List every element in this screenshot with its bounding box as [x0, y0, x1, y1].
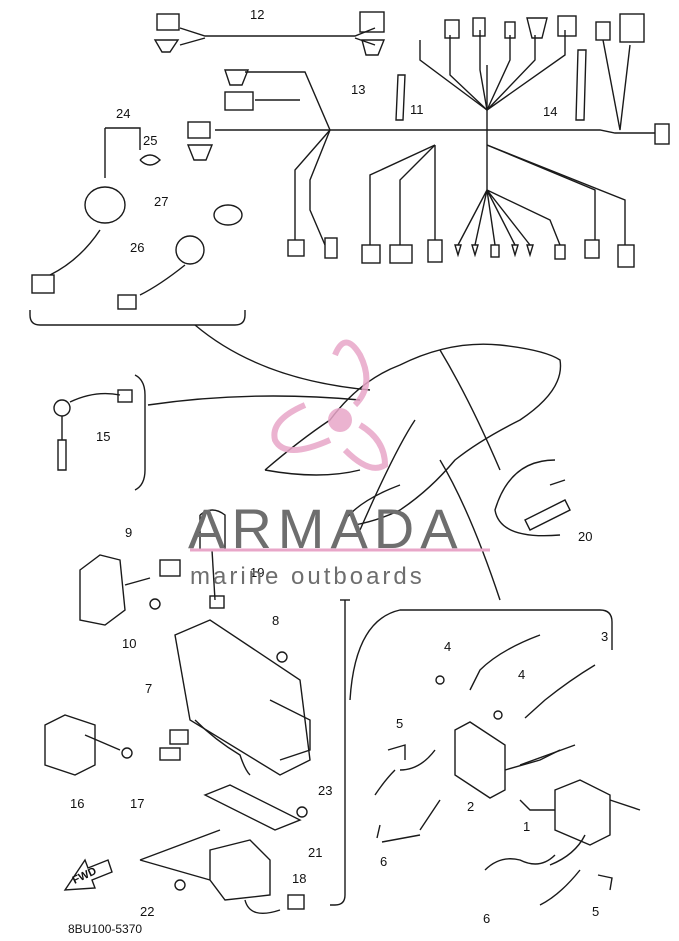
- callout-26: 26: [130, 240, 145, 255]
- callout-25: 25: [143, 133, 158, 148]
- callout-8: 8: [272, 613, 280, 628]
- callout-6b: 6: [483, 911, 491, 926]
- cdi-unit-7: [159, 619, 311, 776]
- callout-27: 27: [154, 194, 169, 209]
- callout-13: 13: [351, 82, 366, 97]
- main-harness-11: [186, 13, 670, 268]
- ignition-coil-2: [399, 721, 576, 799]
- callout-5b: 5: [592, 904, 600, 919]
- watermark-title: ARMADA: [188, 497, 464, 560]
- sub-harness-12: [153, 11, 386, 56]
- callout-23: 23: [318, 783, 333, 798]
- bracket-21-part-18: [139, 784, 308, 914]
- callout-1: 1: [523, 819, 531, 834]
- callout-2: 2: [467, 799, 475, 814]
- callout-7: 7: [145, 681, 153, 696]
- cable-tie-14: [575, 49, 587, 121]
- leads-3-4-5-6: [374, 634, 613, 906]
- callout-24: 24: [116, 106, 131, 121]
- callout-14: 14: [543, 104, 558, 119]
- callout-4b: 4: [518, 667, 526, 682]
- part-15: [53, 374, 146, 491]
- fwd-arrow-icon: [63, 858, 113, 891]
- ignition-coil-1: [519, 779, 641, 866]
- callout-21: 21: [308, 845, 323, 860]
- armada-logo-propeller: [271, 339, 389, 471]
- callout-4a: 4: [444, 639, 452, 654]
- callout-11: 11: [410, 102, 424, 117]
- diagram-code: 8BU100-5370: [68, 922, 143, 936]
- callout-19: 19: [250, 565, 265, 580]
- watermark-subtitle: marine outboards: [190, 563, 425, 590]
- cable-tie-13: [395, 74, 406, 121]
- callout-9: 9: [125, 525, 133, 540]
- callout-12: 12: [250, 7, 265, 22]
- watercraft-outline: [264, 343, 562, 601]
- main-switch-assembly: [29, 127, 246, 326]
- callout-18: 18: [292, 871, 307, 886]
- rectifier-16: [44, 714, 133, 776]
- callout-17: 17: [130, 796, 145, 811]
- callout-20: 20: [578, 529, 593, 544]
- callout-3: 3: [601, 629, 609, 644]
- callout-22: 22: [140, 904, 155, 919]
- callout-15: 15: [96, 429, 111, 444]
- part-9-10-19: [79, 509, 226, 626]
- part-20: [494, 459, 571, 537]
- callout-16: 16: [70, 796, 85, 811]
- callout-5a: 5: [396, 716, 404, 731]
- callout-10: 10: [122, 636, 137, 651]
- callout-6a: 6: [380, 854, 388, 869]
